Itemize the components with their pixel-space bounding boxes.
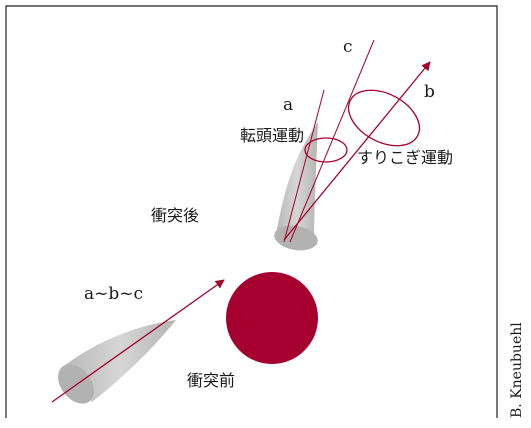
axis-label-a: a — [283, 95, 293, 115]
target-sphere — [226, 272, 318, 364]
axis-label-b: b — [424, 82, 435, 102]
axis-line-a — [283, 89, 325, 243]
nutation-label: すりこぎ運動 — [357, 148, 453, 167]
before-impact-label: 衝突前 — [187, 371, 235, 390]
precession-label: 転頭運動 — [240, 126, 304, 145]
credit-label: B. Kneubuehl — [509, 322, 525, 418]
axis-label-c: c — [343, 37, 353, 57]
aligned-axes-label: a~b~c — [84, 284, 143, 304]
axis-line-c — [289, 39, 375, 243]
axis-arrow-b — [283, 61, 431, 241]
after-impact-label: 衝突後 — [151, 206, 199, 225]
bullet-before-impact — [58, 320, 176, 404]
frame-border — [5, 5, 498, 418]
precession-ellipse — [304, 137, 348, 163]
trajectory-line-before — [51, 279, 225, 403]
nutation-ellipse — [347, 89, 421, 147]
